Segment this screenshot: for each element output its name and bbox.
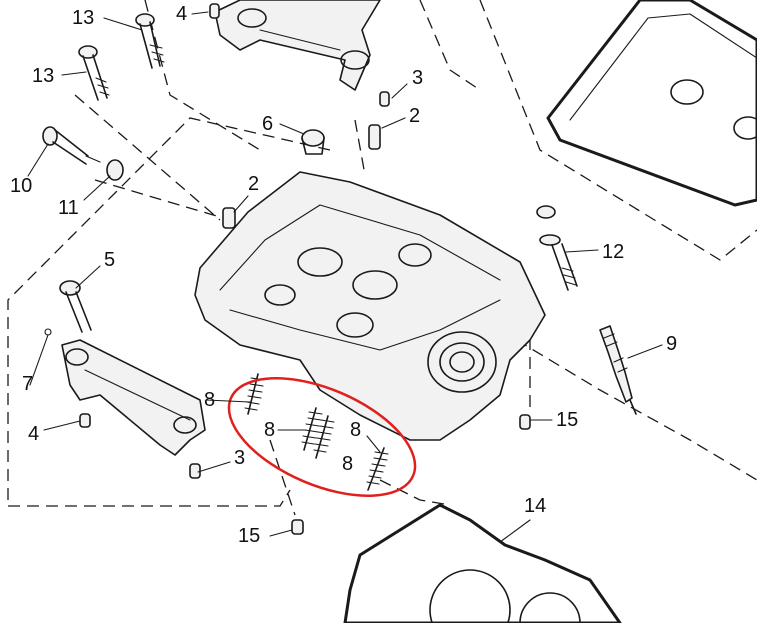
callout-3-lower: 3: [234, 447, 245, 469]
bolt-10: [42, 126, 101, 165]
upper-camshaft-cap: [214, 0, 381, 91]
callout-12: 12: [602, 241, 624, 263]
callout-8-lower: 8: [342, 453, 353, 475]
washer-11: [106, 159, 124, 181]
dowel-4-bottom: [79, 413, 91, 428]
callout-4-lower: 4: [28, 423, 39, 445]
callout-2-upper: 2: [409, 105, 420, 127]
spark-plug-9: [599, 325, 637, 415]
callout-13-lower: 13: [32, 65, 54, 87]
bolt-12: [536, 205, 578, 291]
dowel-3-bottom: [189, 463, 201, 479]
highlight-ellipse: [227, 377, 417, 497]
callout-8-middle: 8: [264, 419, 275, 441]
callout-13-upper: 13: [72, 7, 94, 29]
dowel-pin-2-upper: [368, 124, 381, 150]
leader-lines: [27, 11, 663, 543]
stud-8-middle-b: [313, 415, 335, 459]
bolt-13-upper: [135, 13, 165, 69]
lower-camshaft-cap: [61, 339, 206, 456]
head-gasket-14: [343, 503, 622, 623]
callout-8-right: 8: [350, 419, 361, 441]
dowel-15-bottom: [291, 519, 304, 535]
stud-8-middle-a: [301, 407, 323, 451]
callout-8-left: 8: [204, 389, 215, 411]
oil-plug-6: [301, 129, 325, 155]
callout-7: 7: [22, 373, 33, 395]
callout-5: 5: [104, 249, 115, 271]
bolt-5: [59, 280, 92, 333]
pin-7: [29, 328, 52, 386]
callout-10: 10: [10, 175, 32, 197]
callout-15-right: 15: [556, 409, 578, 431]
callout-2-lower: 2: [248, 173, 259, 195]
bolt-13-lower: [78, 45, 110, 101]
dowel-pin-2-lower: [222, 207, 236, 229]
callout-4-upper: 4: [176, 3, 187, 25]
stud-8-right: [366, 447, 389, 491]
dowel-3-top: [379, 91, 390, 107]
dowel-15-right: [519, 414, 531, 430]
callout-15-bottom: 15: [238, 525, 260, 547]
valve-cover: [546, 0, 757, 207]
assembly-boundary-lines: [7, 0, 757, 516]
callout-6: 6: [262, 113, 273, 135]
cylinder-head: [194, 171, 546, 441]
callout-3-upper: 3: [412, 67, 423, 89]
callout-11: 11: [58, 197, 79, 219]
callout-14: 14: [524, 495, 546, 517]
dowel-4-top: [209, 3, 220, 19]
callout-9: 9: [666, 333, 677, 355]
